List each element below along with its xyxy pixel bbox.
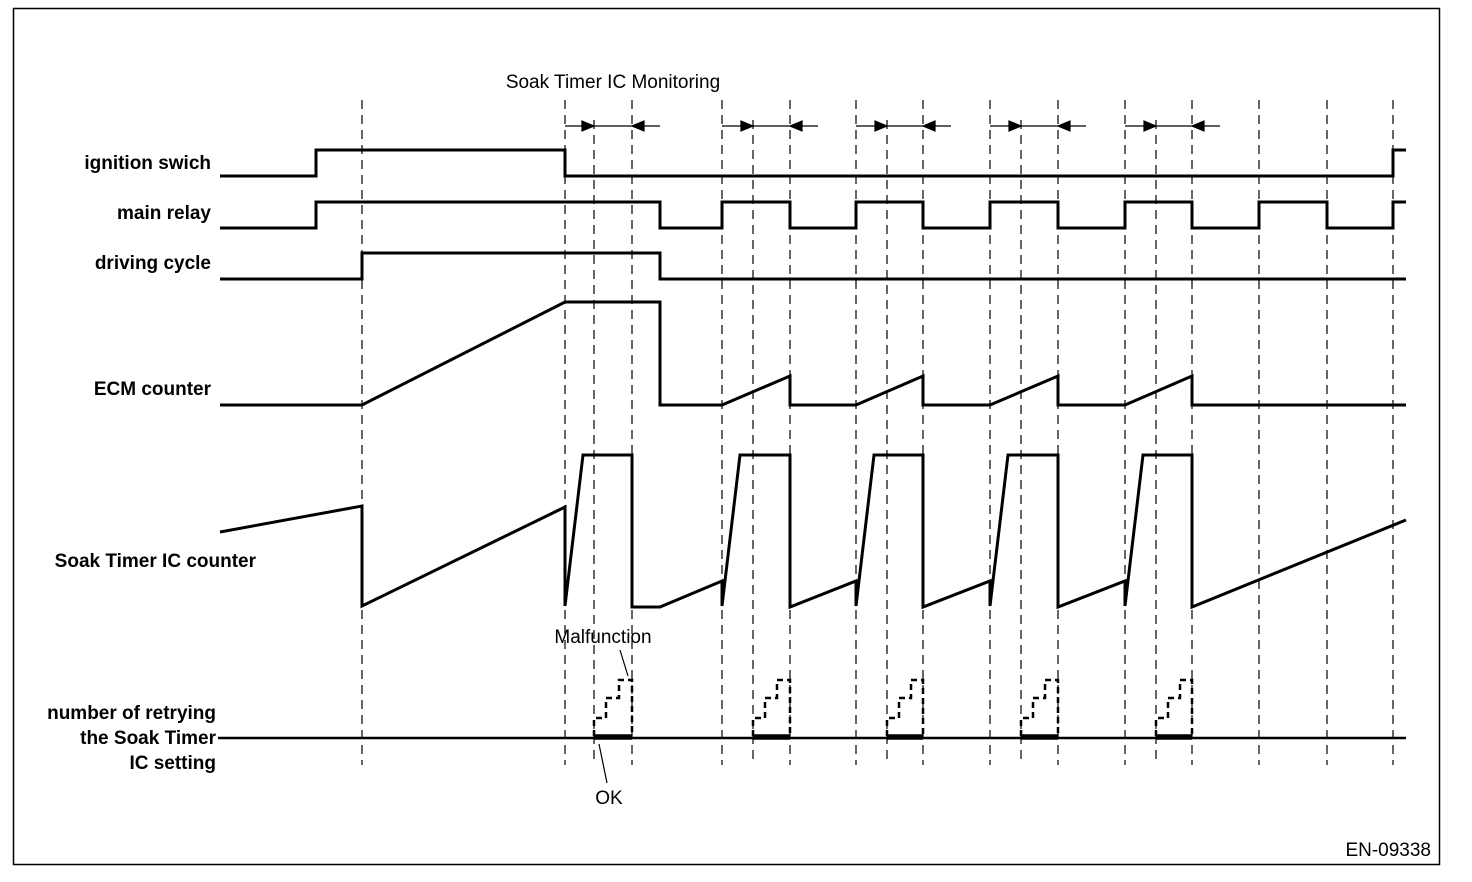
soak-timer-counter-label: Soak Timer IC counter	[55, 551, 257, 572]
retry-staircases	[592, 678, 1194, 736]
driving-cycle-waveform	[220, 251, 1406, 281]
monitoring-interval-arrows	[565, 120, 1220, 132]
ok-annotation: OK	[595, 788, 623, 809]
figure-id: EN-09338	[1345, 840, 1431, 861]
time-markers	[361, 100, 1394, 765]
retry-count-label-line2: the Soak Timer	[80, 728, 216, 749]
retry-count-label-line1: number of retrying	[47, 703, 216, 724]
soak-timer-counter-waveform	[219, 453, 1407, 610]
figure-frame	[12, 7, 1441, 866]
driving-cycle-label: driving cycle	[95, 253, 211, 274]
retry-count-label-line3: IC setting	[129, 753, 216, 774]
ecm-counter-waveform	[220, 300, 1406, 407]
malfunction-annotation: Malfunction	[554, 627, 651, 648]
ignition-switch-waveform	[220, 148, 1406, 178]
ecm-counter-label: ECM counter	[94, 379, 212, 400]
annotation-leaders	[598, 649, 629, 784]
ignition-switch-label: ignition swich	[84, 153, 211, 174]
main-relay-waveform	[220, 200, 1406, 230]
main-relay-label: main relay	[117, 203, 211, 224]
monitoring-title: Soak Timer IC Monitoring	[506, 72, 720, 93]
